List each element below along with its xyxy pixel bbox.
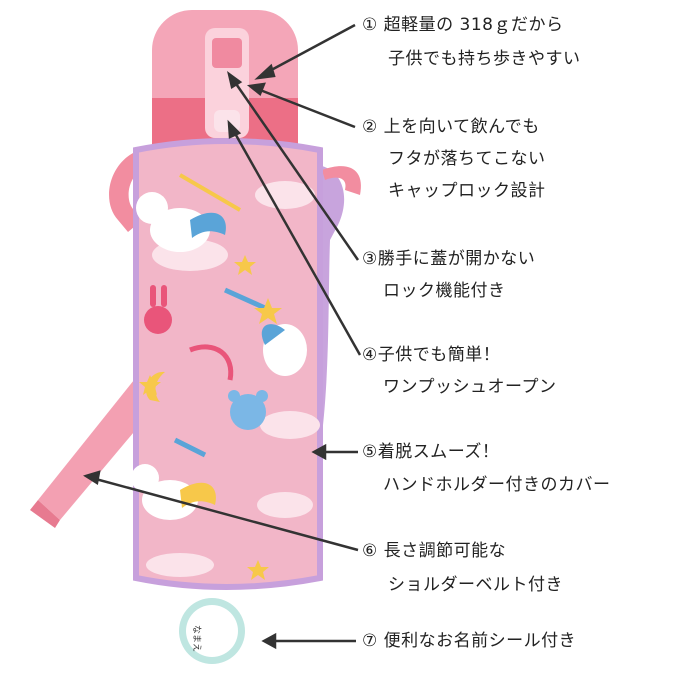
- arrow-1: [261, 23, 356, 77]
- feature-6-line-2: ショルダーベルト付き: [388, 575, 563, 595]
- feature-6-line-1: ⑥ 長さ調節可能な: [362, 541, 507, 561]
- feature-4-line-2: ワンプッシュオープン: [383, 377, 557, 397]
- feature-5-line-1: ⑤着脱スムーズ！: [362, 442, 500, 462]
- feature-2-line-2: フタが落ちてこない: [388, 149, 546, 169]
- feature-1-line-1: ① 超軽量の 318ｇだから: [362, 15, 564, 35]
- callout-arrows: [83, 23, 362, 650]
- arrow-2: [254, 86, 356, 129]
- feature-2-line-1: ② 上を向いて飲んでも: [362, 117, 540, 137]
- feature-3-line-1: ③勝手に蓋が開かない: [362, 249, 536, 269]
- bunny-motif: [144, 285, 172, 334]
- feature-1-line-2: 子供でも持ち歩きやすい: [388, 49, 581, 69]
- feature-4-line-1: ④子供でも簡単！: [362, 345, 501, 365]
- arrow-3: [230, 77, 360, 261]
- feature-5-line-2: ハンドホルダー付きのカバー: [383, 475, 611, 495]
- name-sticker: なまえ: [179, 598, 245, 664]
- feature-2-line-3: キャップロック設計: [388, 181, 546, 201]
- name-sticker-text: なまえ: [191, 625, 202, 652]
- feature-7-line-1: ⑦ 便利なお名前シール付き: [362, 631, 577, 651]
- arrow-6: [91, 476, 359, 552]
- arrow-4: [230, 127, 362, 356]
- feature-3-line-2: ロック機能付き: [383, 281, 506, 301]
- bear-motif: [228, 390, 268, 430]
- unicorn-motif: [131, 192, 307, 520]
